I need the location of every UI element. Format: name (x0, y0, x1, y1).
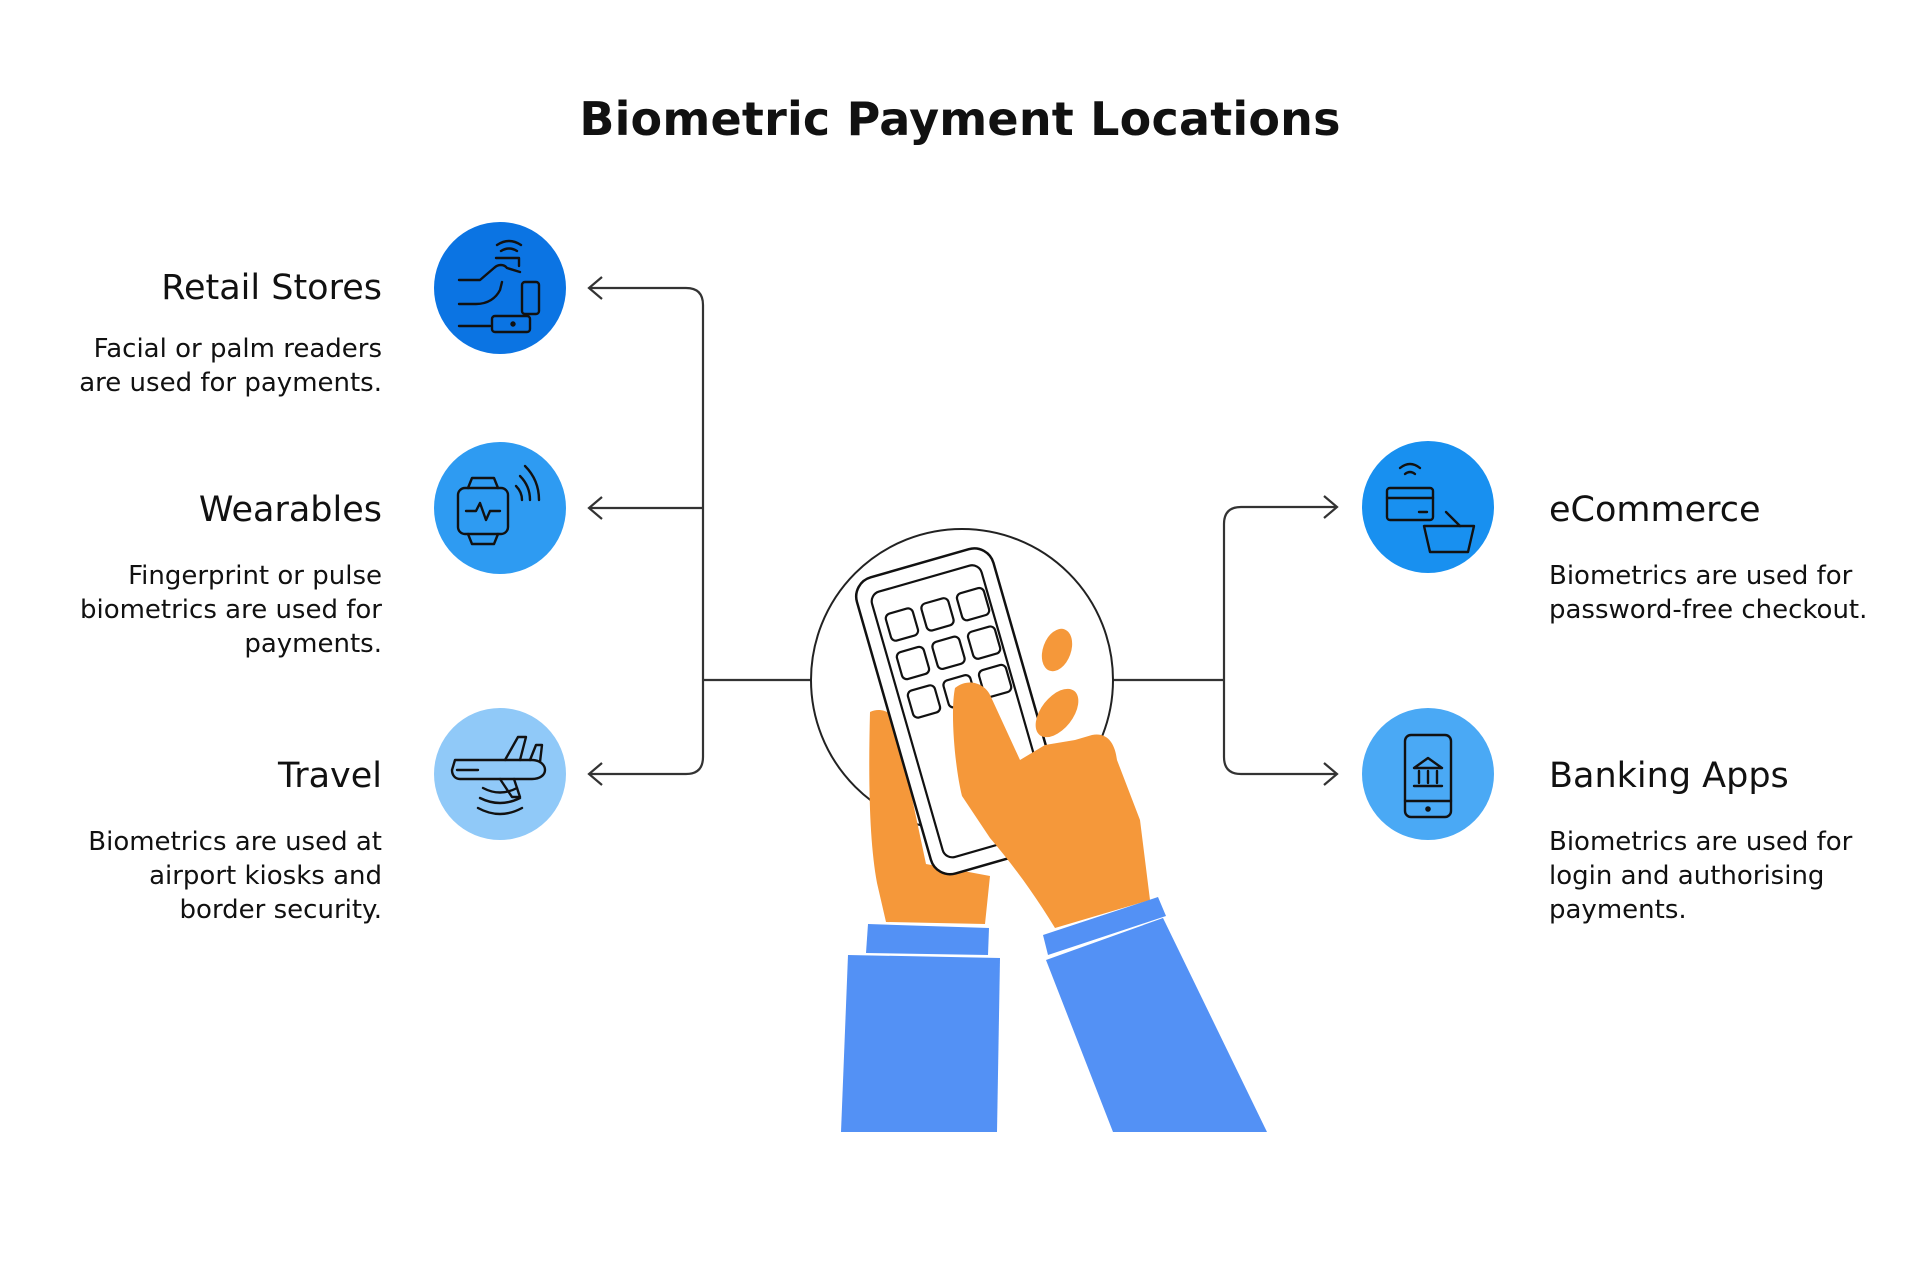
banking-apps-icon-circle (1362, 708, 1494, 840)
arrowhead-right-top (1323, 495, 1339, 519)
hand-phone-payment-icon (457, 239, 541, 334)
phone-keypad (884, 586, 1013, 719)
left-cuff (866, 924, 989, 955)
retail-stores-icon-circle (434, 222, 566, 354)
retail-stores-title: Retail Stores (161, 268, 382, 308)
bank-phone-icon (1403, 733, 1453, 819)
card-basket-icon (1385, 462, 1476, 554)
airplane-circle (434, 708, 566, 840)
connector-right-top (1222, 505, 1337, 680)
wearables-icon-circle (434, 442, 566, 574)
central-illustration (810, 528, 1267, 1132)
ecommerce-icon-circle (1362, 441, 1494, 573)
page-title: Biometric Payment Locations (579, 92, 1341, 146)
card-basket-circle (1362, 441, 1494, 573)
left-sleeve (841, 955, 1000, 1132)
arrowhead-left-mid (587, 496, 603, 520)
smartwatch-circle (434, 442, 566, 574)
banking-apps-title: Banking Apps (1549, 756, 1789, 796)
banking-apps-description: Biometrics are used for login and author… (1549, 827, 1853, 925)
arrowhead-right-bottom (1323, 762, 1339, 786)
connector-right-bottom (1222, 680, 1337, 776)
connector-left-top (589, 286, 705, 680)
retail-stores-description: Facial or palm readers are used for paym… (79, 334, 382, 398)
smartwatch-icon (456, 464, 541, 546)
wearables-description: Fingerprint or pulse biometrics are used… (79, 561, 382, 659)
right-hand (952, 628, 1150, 928)
wearables-title: Wearables (198, 490, 382, 530)
travel-icon-circle (434, 708, 566, 840)
connector-left-bottom (589, 680, 705, 776)
travel-description: Biometrics are used at airport kiosks an… (88, 827, 382, 925)
connector-lines (587, 276, 1339, 786)
arrowhead-left-bottom (587, 762, 603, 786)
right-cuff (1043, 897, 1166, 955)
ecommerce-description: Biometrics are used for password-free ch… (1549, 561, 1868, 625)
ecommerce-title: eCommerce (1549, 490, 1761, 530)
right-sleeve (1046, 918, 1267, 1132)
arrowhead-left-top (587, 276, 603, 300)
travel-title: Travel (277, 756, 382, 796)
airplane-icon (450, 735, 547, 816)
